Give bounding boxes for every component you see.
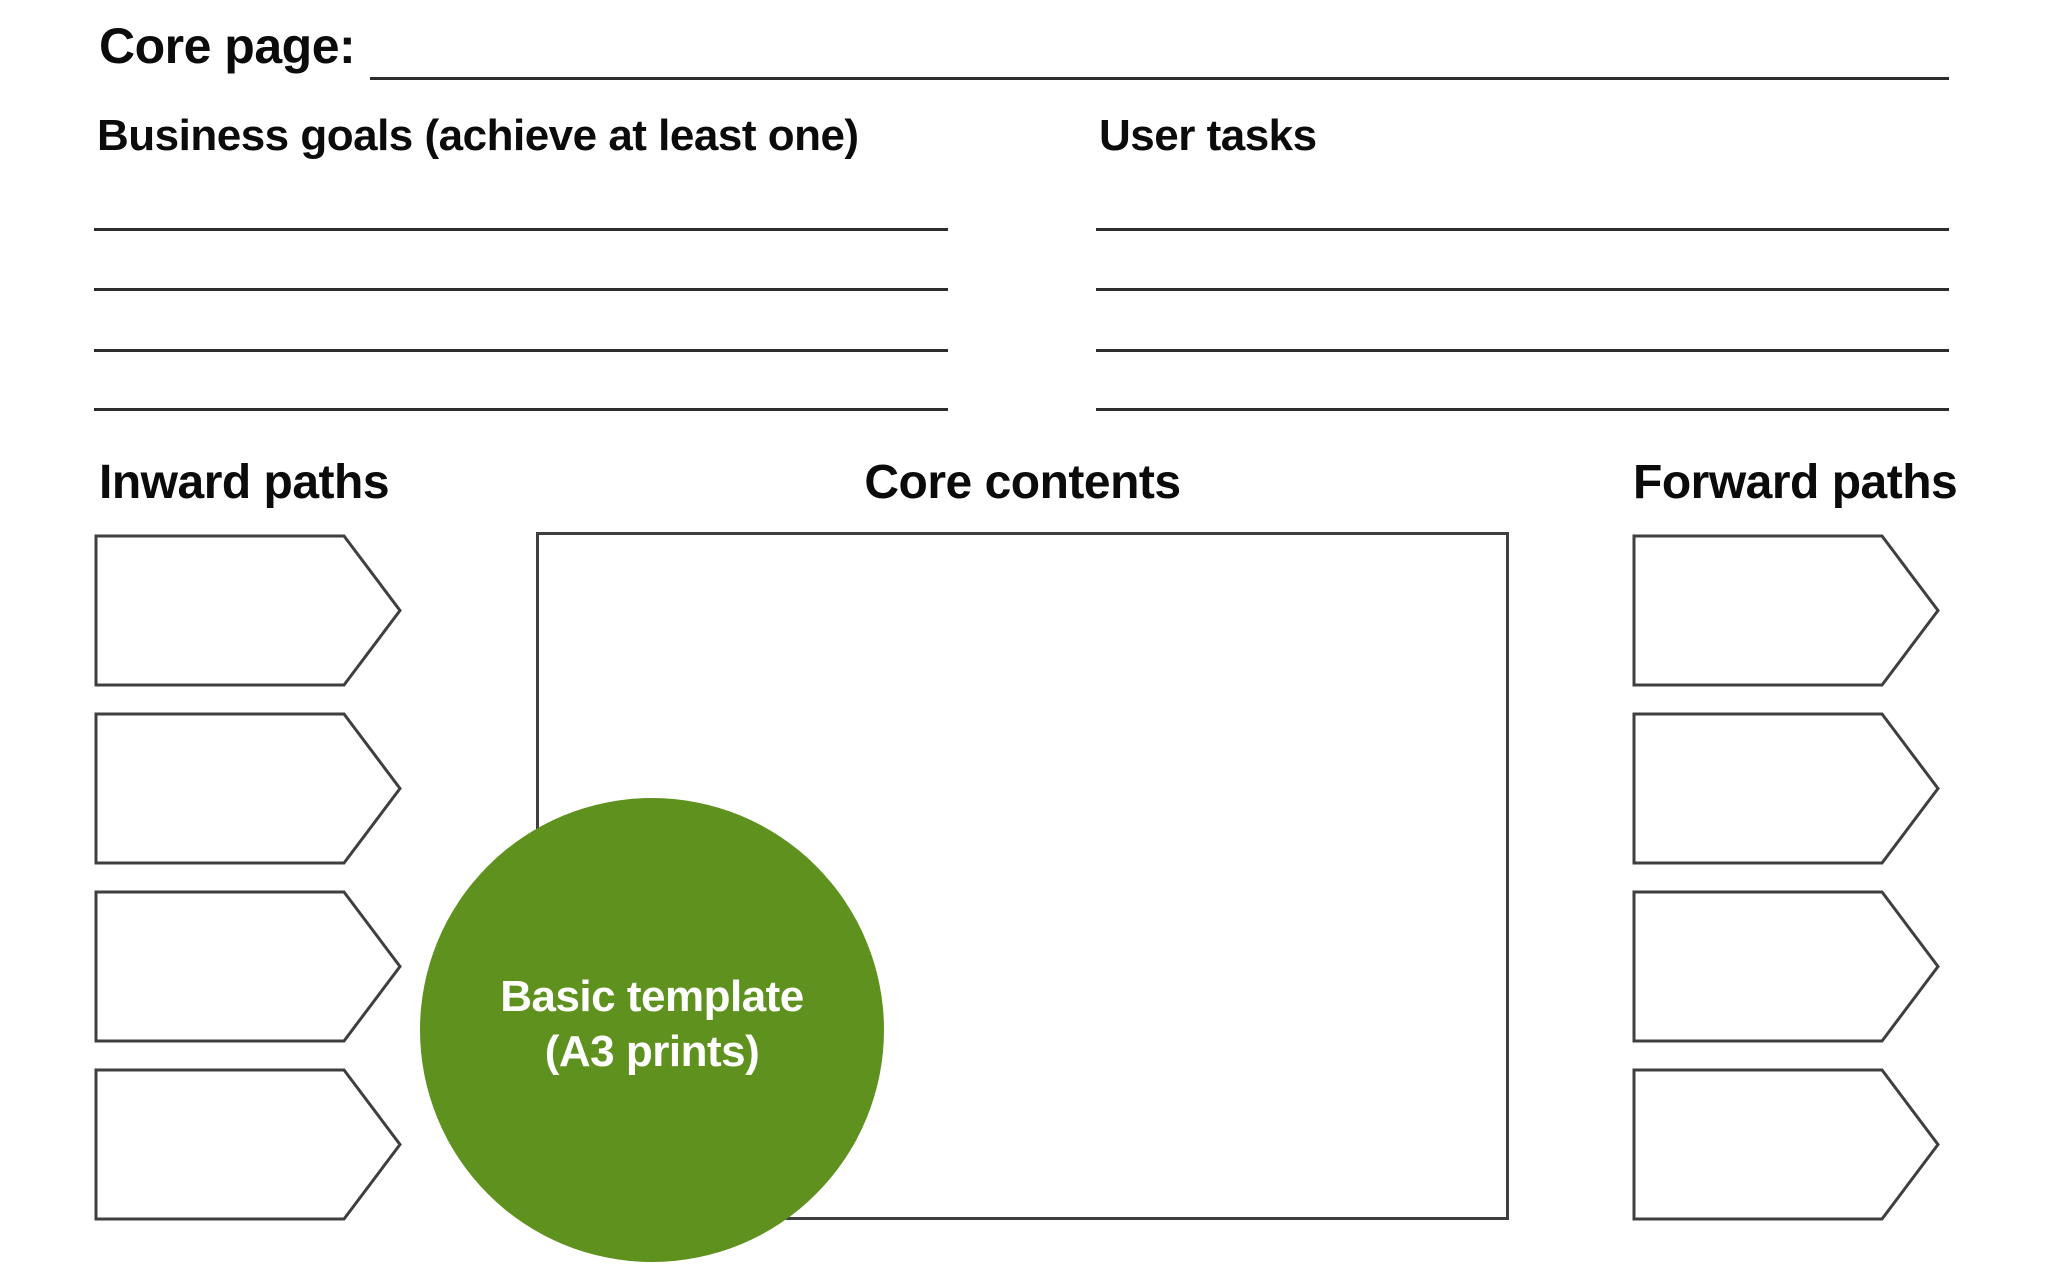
inward-path-arrow bbox=[94, 1068, 402, 1221]
inward-path-arrow bbox=[94, 534, 402, 687]
forward-path-arrow bbox=[1632, 1068, 1940, 1221]
badge-line-2: (A3 prints) bbox=[544, 1027, 760, 1076]
business-goal-blank-line bbox=[94, 228, 948, 231]
badge-line-1: Basic template bbox=[500, 971, 804, 1021]
user-task-blank-line bbox=[1096, 288, 1949, 291]
business-goal-blank-line bbox=[94, 408, 948, 411]
core-page-label: Core page: bbox=[99, 18, 356, 74]
forward-path-arrow bbox=[1632, 534, 1940, 687]
user-task-blank-line bbox=[1096, 228, 1949, 231]
basic-template-badge: Basic template (A3 prints) bbox=[420, 798, 884, 1262]
user-tasks-heading: User tasks bbox=[1099, 111, 1317, 160]
forward-path-arrow bbox=[1632, 712, 1940, 865]
core-page-write-in-line bbox=[370, 77, 1949, 80]
inward-path-arrow bbox=[94, 712, 402, 865]
forward-path-arrow bbox=[1632, 890, 1940, 1043]
core-contents-heading: Core contents bbox=[864, 456, 1181, 509]
inward-path-arrow bbox=[94, 890, 402, 1043]
inward-paths-heading: Inward paths bbox=[99, 456, 390, 509]
business-goals-heading: Business goals (achieve at least one) bbox=[97, 111, 859, 160]
user-task-blank-line bbox=[1096, 408, 1949, 411]
basic-template-badge-text: Basic template (A3 prints) bbox=[500, 969, 804, 1080]
forward-paths-heading: Forward paths bbox=[1633, 456, 1958, 509]
user-task-blank-line bbox=[1096, 349, 1949, 352]
business-goal-blank-line bbox=[94, 349, 948, 352]
business-goal-blank-line bbox=[94, 288, 948, 291]
